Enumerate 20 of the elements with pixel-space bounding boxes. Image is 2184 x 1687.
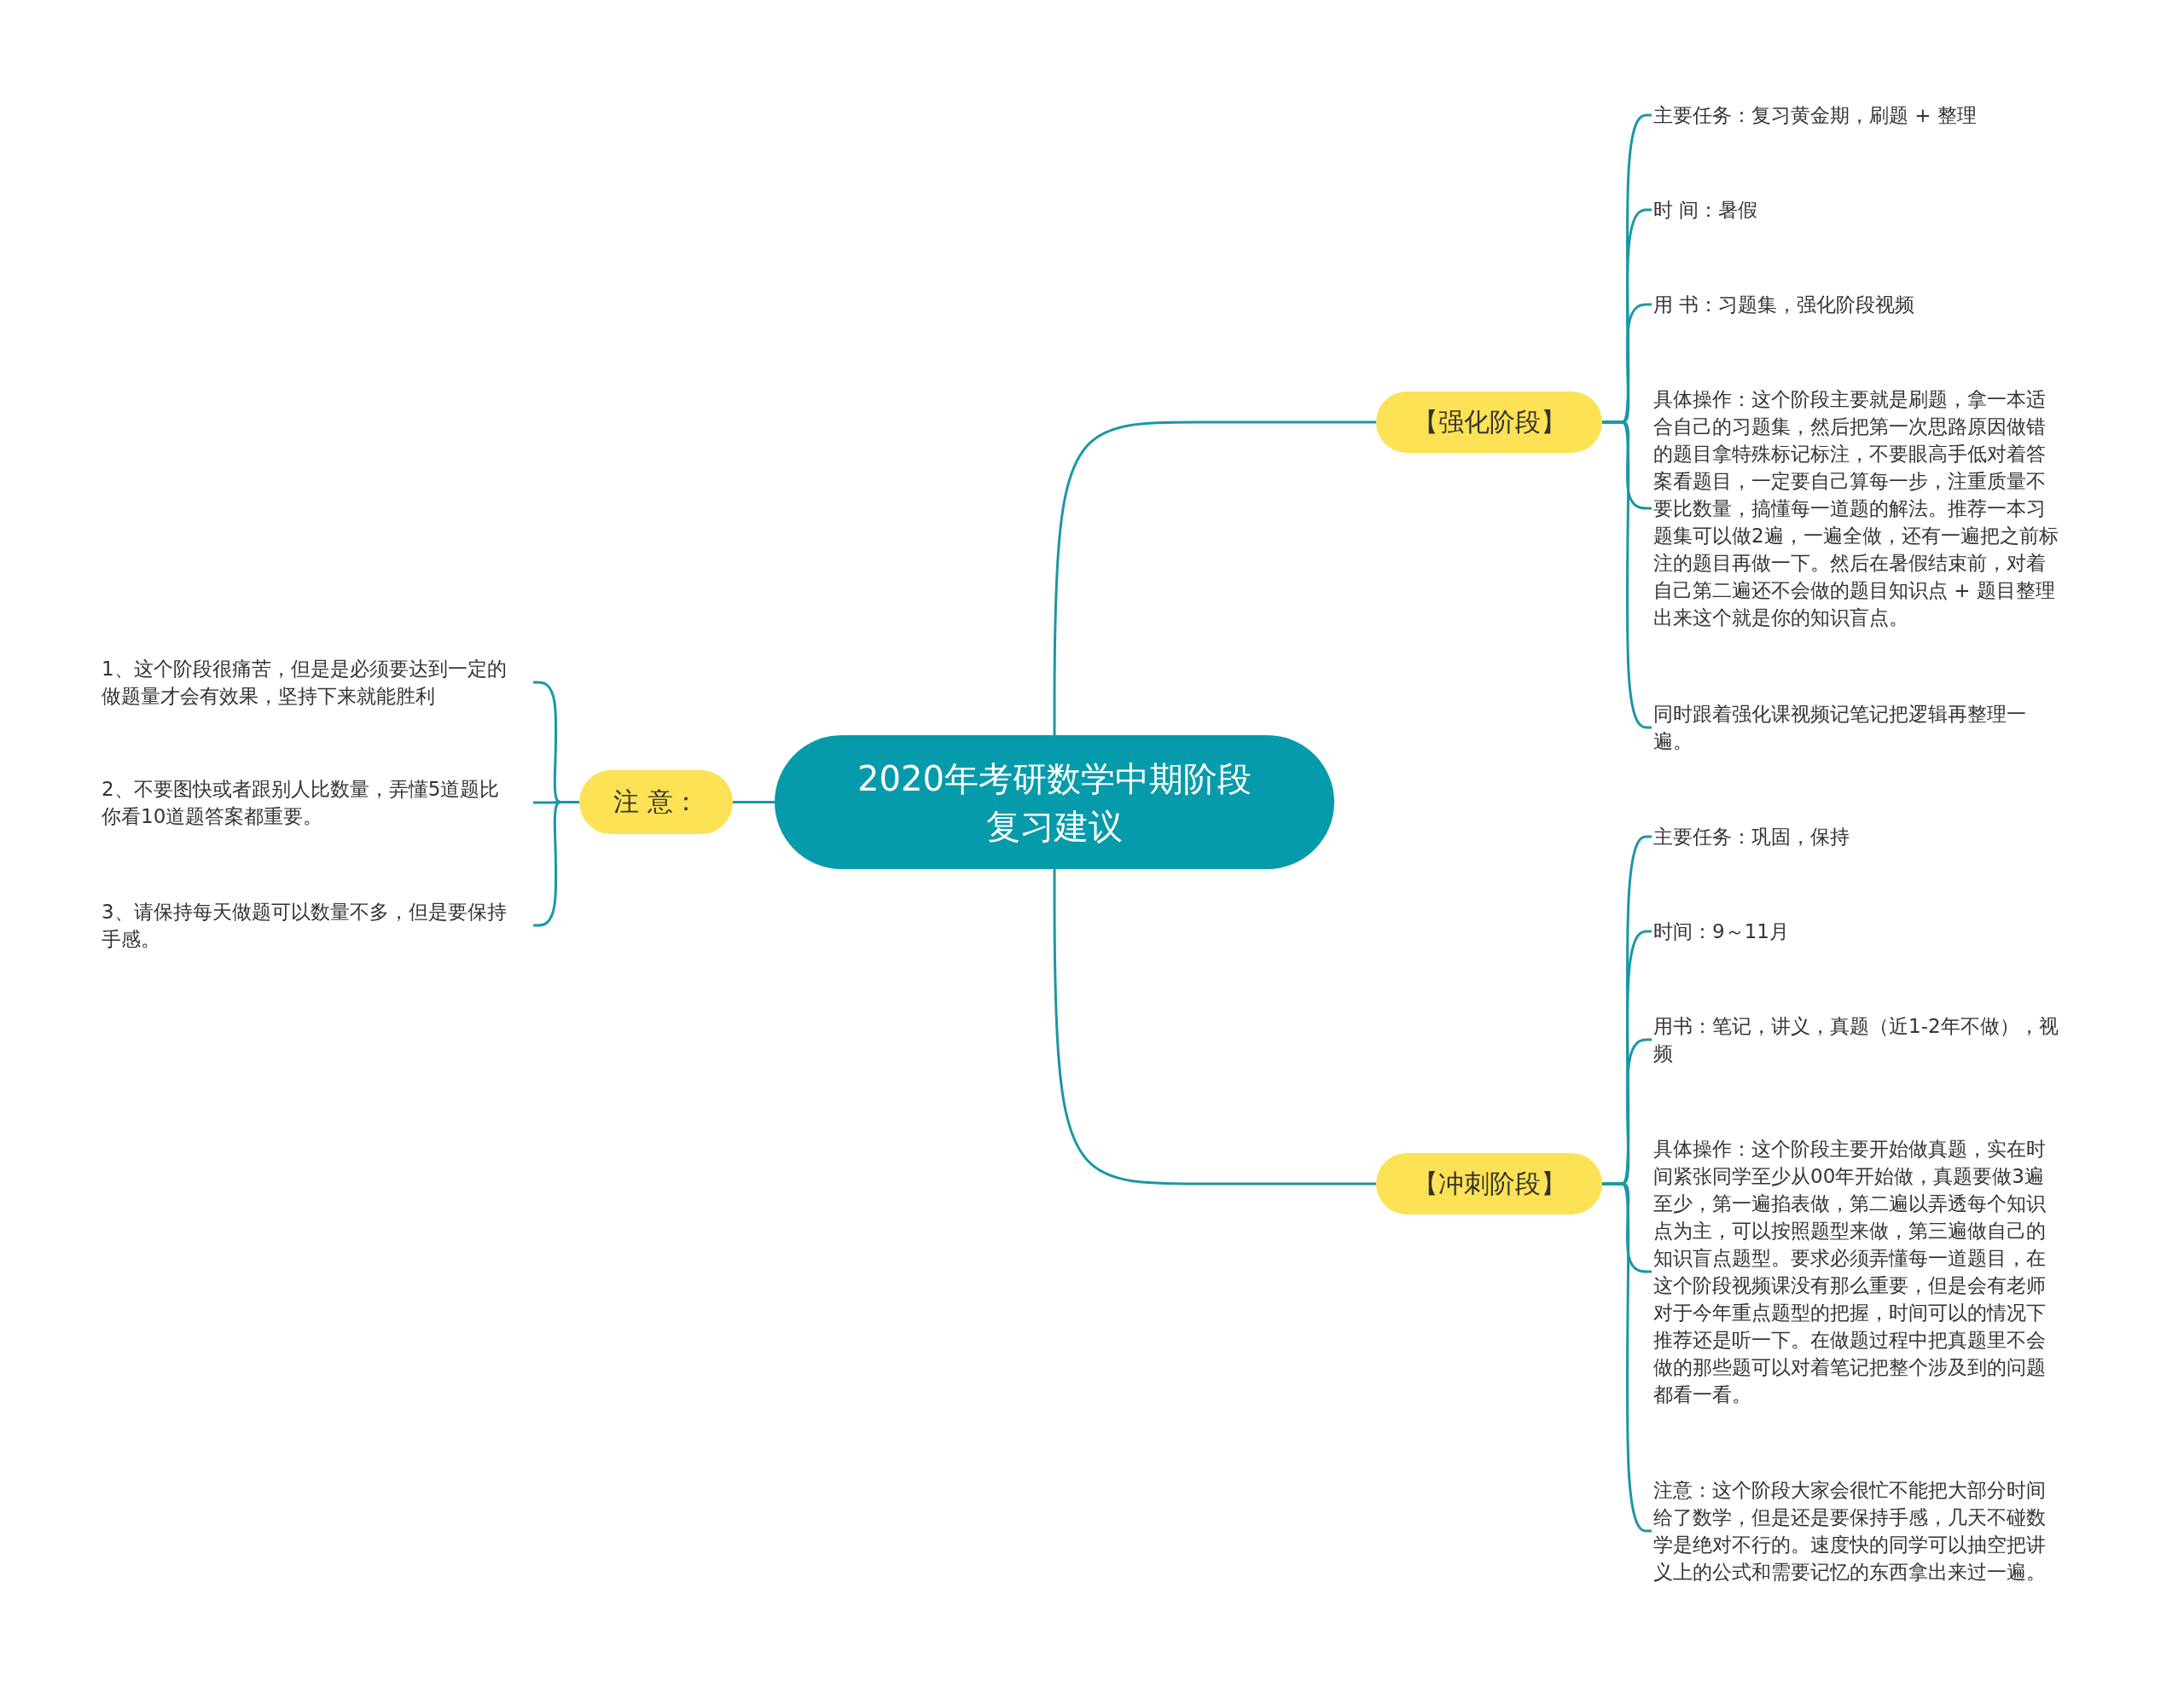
topic-text: 1、这个阶段很痛苦，但是是必须要达到一定的做题量才会有效果，坚持下来就能胜利 [102,657,508,709]
topic-text: 主要任务：复习黄金期，刷题 + 整理 [1653,103,1978,128]
branch-topic: 注 意： [579,770,733,834]
topic-text: 同时跟着强化课视频记笔记把逻辑再整理一遍。 [1653,702,2027,754]
central-topic: 2020年考研数学中期阶段复习建议 [775,735,1334,869]
branch-topic: 【冲刺阶段】 [1376,1153,1602,1215]
topic-text: 用书：笔记，讲义，真题（近1-2年不做），视频 [1653,1014,2059,1066]
topic-text: 注意：这个阶段大家会很忙不能把大部分时间给了数学，但是还是要保持手感，几天不碰数学是绝对不行的。速度快的同学可以抽空把讲义上的公式和需要记忆的东西拿出来过一遍。 [1653,1478,2047,1585]
topic-text: 2、不要图快或者跟别人比数量，弄懂5道题比你看10道题答案都重要。 [102,777,501,829]
connector [1053,869,1376,1186]
connector [733,801,775,803]
topic-text: 用 书：习题集，强化阶段视频 [1653,293,1916,317]
topic-text: 时间：9～11月 [1653,919,1790,944]
topic-text: 具体操作：这个阶段主要开始做真题，实在时间紧张同学至少从00年开始做，真题要做3遍至少，第一遍掐表做，第二遍以弄透每个知识点为主，可以按照题型来做，第三遍做自己的知识盲点题型。要求必须弄懂每一道题目，在这个阶段视频课没有那么重要，但是会有老师对于今年重点题型的把握，时间可以的情况下推荐还是听一下。在做题过程中把真题里不会做的那些题可以对着笔记把整个涉及到的问题都看一看。 [1653,1137,2047,1407]
topic-text: 时 间：暑假 [1653,198,1759,223]
connector [1053,420,1376,735]
topic-text: 具体操作：这个阶段主要就是刷题，拿一本适合自己的习题集，然后把第一次思路原因做错的题目拿特殊标记标注，不要眼高手低对着答案看题目，一定要自己算每一步，注重质量不要比数量，搞懂每一道题的解法。推荐一本习题集可以做2遍，一遍全做，还有一遍把之前标注的题目再做一下。然后在暑假结束前，对着自己第二遍还不会做的题目知识点 + 题目整理出来这个就是你的知识盲点。 [1653,387,2059,630]
branch-topic: 【强化阶段】 [1376,391,1602,453]
topic-text: 主要任务：巩固，保持 [1653,825,1850,849]
topic-text: 3、请保持每天做题可以数量不多，但是要保持手感。 [102,900,508,952]
